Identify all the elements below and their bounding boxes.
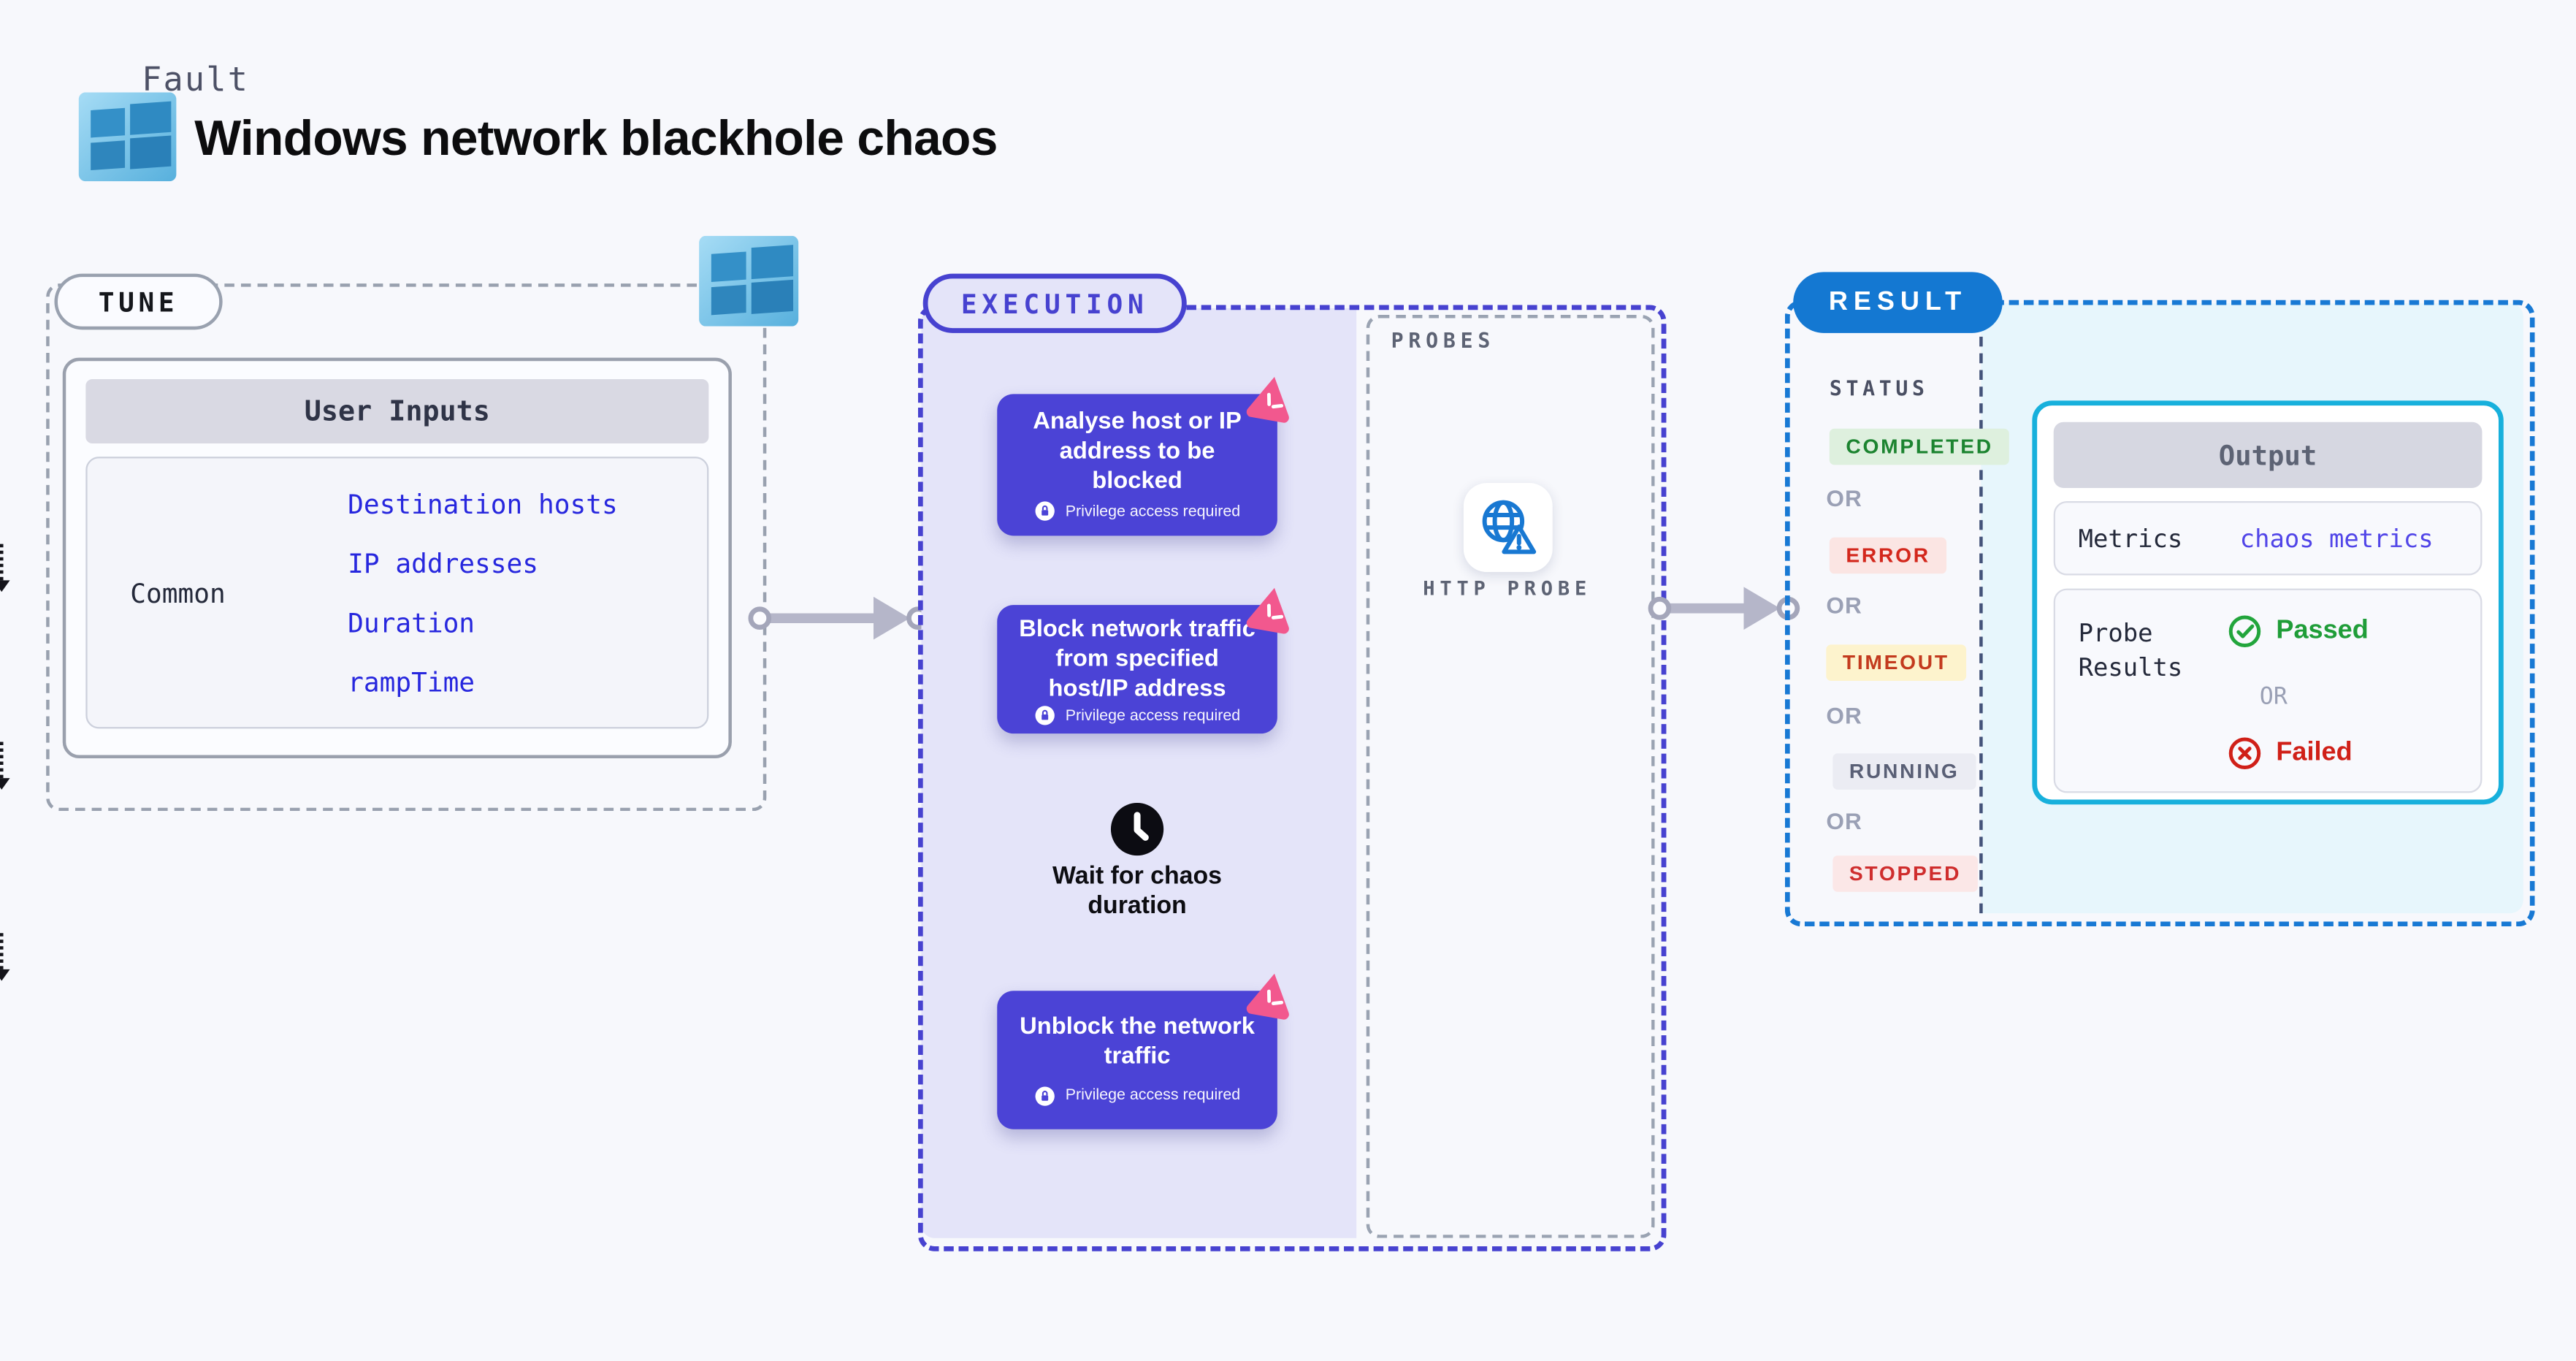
lock-icon	[1034, 704, 1058, 728]
flow-arrow-down	[0, 933, 10, 981]
step-card-analyse: Analyse host or IP address to be blocked…	[997, 394, 1277, 536]
probe-results-label: Probe Results	[2078, 618, 2183, 683]
passed-label: Passed	[2276, 616, 2369, 645]
or-separator: OR	[2259, 684, 2288, 711]
user-inputs-card: User Inputs Common Destination hosts IP …	[62, 357, 732, 759]
execution-section	[917, 305, 1667, 1251]
chaos-badge-icon	[1240, 965, 1301, 1024]
globe-alert-icon	[1477, 496, 1540, 559]
input-link-duration[interactable]: Duration	[348, 606, 475, 638]
tune-to-execution-arrow	[748, 596, 930, 640]
result-label: RESULT	[1828, 287, 1968, 316]
chaos-badge-icon	[1240, 368, 1301, 427]
flow-arrow-down	[0, 742, 10, 790]
step-card-block: Block network traffic from specified hos…	[997, 605, 1277, 734]
lock-icon	[1034, 500, 1058, 523]
fault-eyebrow: Fault	[142, 59, 250, 99]
status-error: ERROR	[1829, 537, 1947, 574]
chaos-metrics-link[interactable]: chaos metrics	[2239, 523, 2434, 554]
input-link-ip-addresses[interactable]: IP addresses	[348, 547, 538, 579]
output-title: Output	[2053, 422, 2483, 488]
privilege-row: Privilege access required	[1034, 500, 1240, 523]
failed-result: Failed	[2227, 735, 2353, 771]
privilege-note: Privilege access required	[1065, 502, 1241, 520]
passed-check-icon	[2227, 613, 2263, 649]
windows-logo-icon	[699, 236, 811, 327]
status-title: STATUS	[1829, 375, 1929, 401]
tune-label-pill: TUNE	[54, 273, 223, 330]
execution-label: EXECUTION	[960, 287, 1149, 319]
step-title: Analyse host or IP address to be blocked	[1033, 408, 1242, 495]
status-badge: ERROR	[1829, 537, 1947, 574]
status-badge: STOPPED	[1832, 855, 1978, 892]
clock-icon	[1109, 801, 1166, 858]
http-probe-card	[1463, 483, 1553, 573]
status-running: RUNNING	[1832, 753, 1976, 790]
passed-result: Passed	[2227, 613, 2369, 649]
user-inputs-body: Common Destination hosts IP addresses Du…	[85, 457, 709, 729]
wait-step-label: Wait for chaos duration	[1052, 862, 1223, 920]
input-link-ramptime[interactable]: rampTime	[348, 666, 475, 698]
probes-to-result-arrow	[1648, 587, 1800, 630]
status-badge: RUNNING	[1832, 753, 1976, 790]
flow-arrow-down	[0, 544, 10, 592]
privilege-row: Privilege access required	[1034, 704, 1240, 728]
input-link-destination-hosts[interactable]: Destination hosts	[348, 487, 618, 519]
result-section	[1784, 300, 2535, 927]
step-title: Block network traffic from specified hos…	[1019, 616, 1255, 703]
user-inputs-title: User Inputs	[85, 379, 709, 444]
http-probe-label: HTTP PROBE	[1423, 576, 1592, 601]
privilege-note: Privilege access required	[1065, 1086, 1241, 1105]
result-label-pill: RESULT	[1793, 272, 2003, 333]
failed-label: Failed	[2276, 738, 2353, 767]
or-separator: OR	[1826, 807, 1862, 834]
status-badge: TIMEOUT	[1826, 644, 1966, 681]
windows-logo-icon	[76, 92, 191, 181]
input-group-label: Common	[130, 576, 226, 609]
step-card-unblock: Unblock the network traffic Privilege ac…	[997, 991, 1277, 1129]
tune-label: TUNE	[98, 286, 179, 318]
status-completed: COMPLETED	[1829, 428, 2010, 465]
execution-label-pill: EXECUTION	[922, 273, 1187, 333]
or-separator: OR	[1826, 484, 1862, 511]
probe-results-row: Probe Results Passed OR Failed	[2053, 588, 2483, 793]
lock-icon	[1034, 1084, 1058, 1108]
or-separator: OR	[1826, 702, 1862, 729]
status-stopped: STOPPED	[1832, 855, 1978, 892]
failed-cross-icon	[2227, 735, 2263, 771]
metrics-label: Metrics	[2078, 523, 2183, 554]
result-divider	[1979, 303, 1983, 914]
metrics-row: Metrics chaos metrics	[2053, 501, 2483, 576]
privilege-row: Privilege access required	[1034, 1084, 1240, 1108]
output-card: Output Metrics chaos metrics Probe Resul…	[2032, 400, 2504, 805]
input-links: Destination hosts IP addresses Duration …	[348, 488, 618, 698]
probes-label: PROBES	[1391, 328, 1496, 353]
or-separator: OR	[1826, 592, 1862, 619]
status-badge: COMPLETED	[1829, 428, 2010, 465]
probes-section	[1366, 315, 1655, 1238]
privilege-note: Privilege access required	[1065, 706, 1241, 725]
chaos-badge-icon	[1240, 579, 1301, 638]
status-timeout: TIMEOUT	[1826, 644, 1966, 681]
step-title: Unblock the network traffic	[1020, 1014, 1255, 1071]
page-title: Windows network blackhole chaos	[194, 112, 998, 167]
tune-section	[46, 283, 767, 812]
